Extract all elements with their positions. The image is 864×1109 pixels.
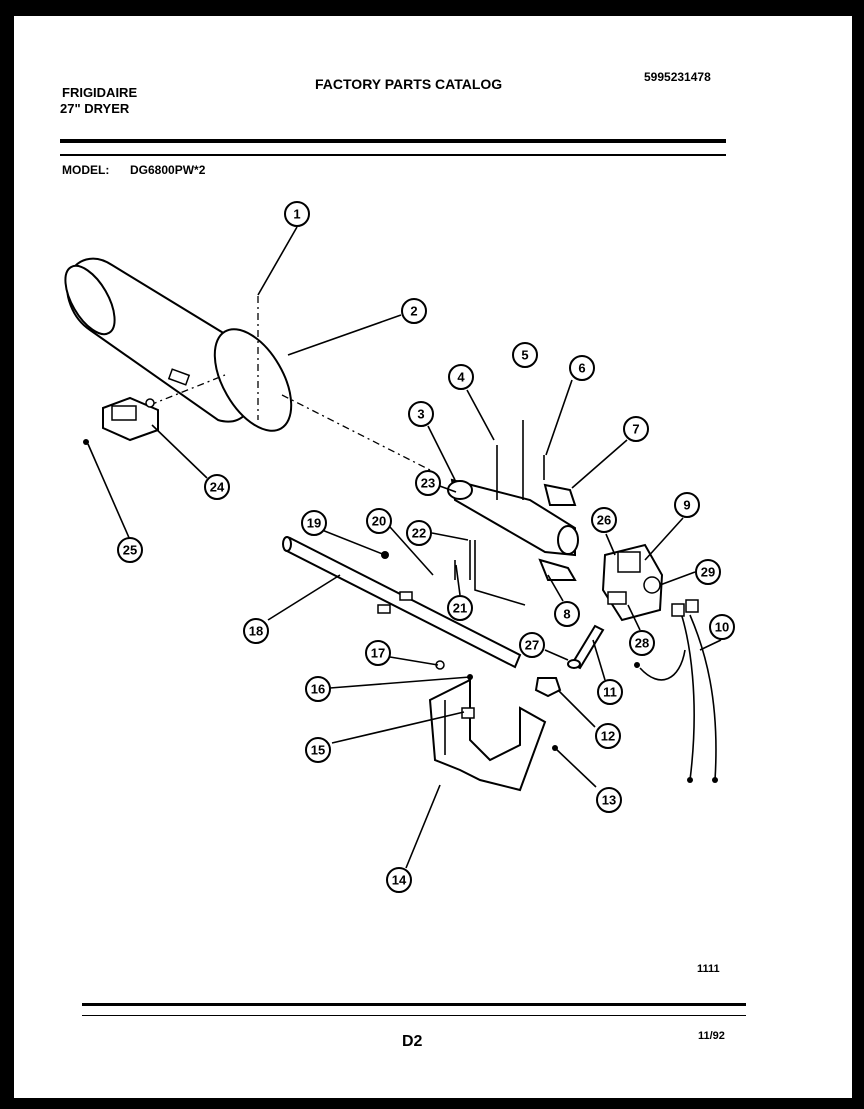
callout-label: 22 — [412, 526, 426, 541]
callout-label: 25 — [123, 543, 137, 558]
callout-label: 5 — [521, 348, 528, 363]
orifice-fitting-part — [534, 624, 605, 698]
callout-label: 14 — [392, 873, 407, 888]
callout-label: 8 — [563, 607, 570, 622]
callout-label: 28 — [635, 636, 649, 651]
callout-13: 13 — [596, 787, 622, 813]
callout-label: 18 — [249, 624, 263, 639]
callout-label: 7 — [632, 422, 639, 437]
callout-15: 15 — [305, 737, 331, 763]
callout-label: 29 — [701, 565, 715, 580]
callout-label: 27 — [525, 638, 539, 653]
callout-18: 18 — [243, 618, 269, 644]
callout-label: 24 — [210, 480, 225, 495]
callout-label: 12 — [601, 729, 615, 744]
callout-26: 26 — [591, 507, 617, 533]
callout-14: 14 — [386, 867, 412, 893]
callout-4: 4 — [448, 364, 474, 390]
callout-label: 1 — [293, 207, 300, 222]
callout-label: 3 — [417, 407, 424, 422]
callout-2: 2 — [401, 298, 427, 324]
callout-27: 27 — [519, 632, 545, 658]
callout-19: 19 — [301, 510, 327, 536]
callout-29: 29 — [695, 559, 721, 585]
callout-5: 5 — [512, 342, 538, 368]
callout-label: 9 — [683, 498, 690, 513]
brand-name: FRIGIDAIRE — [62, 85, 138, 100]
callout-10: 10 — [709, 614, 735, 640]
drum-part — [64, 257, 431, 471]
paper-sheet — [14, 16, 852, 1098]
gas-valve-part — [601, 543, 664, 622]
callout-25: 25 — [117, 537, 143, 563]
callout-label: 20 — [372, 514, 386, 529]
callout-21: 21 — [447, 595, 473, 621]
callout-7: 7 — [623, 416, 649, 442]
callout-label: 16 — [311, 682, 325, 697]
model-label: MODEL: — [62, 163, 110, 177]
catalog-part-number: 5995231478 — [644, 70, 711, 84]
callout-22: 22 — [406, 520, 432, 546]
callout-24: 24 — [204, 474, 230, 500]
callout-label: 26 — [597, 513, 611, 528]
callout-label: 6 — [578, 361, 585, 376]
callout-9: 9 — [674, 492, 700, 518]
figure-number: 1111 — [697, 963, 720, 975]
header-rule-thin — [60, 154, 726, 156]
callout-label: 4 — [457, 370, 465, 385]
callout-label: 11 — [603, 685, 617, 700]
callout-8: 8 — [554, 601, 580, 627]
callout-label: 2 — [410, 304, 417, 319]
callout-23: 23 — [415, 470, 441, 496]
callout-6: 6 — [569, 355, 595, 381]
model-number: DG6800PW*2 — [130, 163, 206, 177]
footer-rule — [82, 1003, 746, 1006]
drum-switch-part — [83, 396, 159, 445]
callout-label: 23 — [421, 476, 435, 491]
callout-label: 10 — [715, 620, 729, 635]
callout-leaders — [87, 226, 722, 869]
product-name: 27" DRYER — [60, 101, 130, 116]
callout-label: 15 — [311, 743, 325, 758]
wire-harness-part — [634, 599, 718, 783]
footer-rule-thin — [82, 1015, 746, 1016]
manifold-pipe-part — [282, 536, 522, 669]
callout-1: 1 — [284, 201, 310, 227]
callout-label: 21 — [453, 601, 467, 616]
callout-17: 17 — [365, 640, 391, 666]
callout-20: 20 — [366, 508, 392, 534]
catalog-title: FACTORY PARTS CATALOG — [315, 76, 503, 92]
callout-11: 11 — [597, 679, 623, 705]
header-rule-thick — [60, 139, 726, 143]
burner-tube-part — [447, 420, 579, 606]
callout-16: 16 — [305, 676, 331, 702]
callout-3: 3 — [408, 401, 434, 427]
callout-label: 13 — [602, 793, 616, 808]
callout-label: 17 — [371, 646, 385, 661]
page-date: 11/92 — [698, 1030, 725, 1042]
callout-12: 12 — [595, 723, 621, 749]
callout-28: 28 — [629, 630, 655, 656]
callout-label: 19 — [307, 516, 321, 531]
page-code: D2 — [402, 1033, 423, 1050]
